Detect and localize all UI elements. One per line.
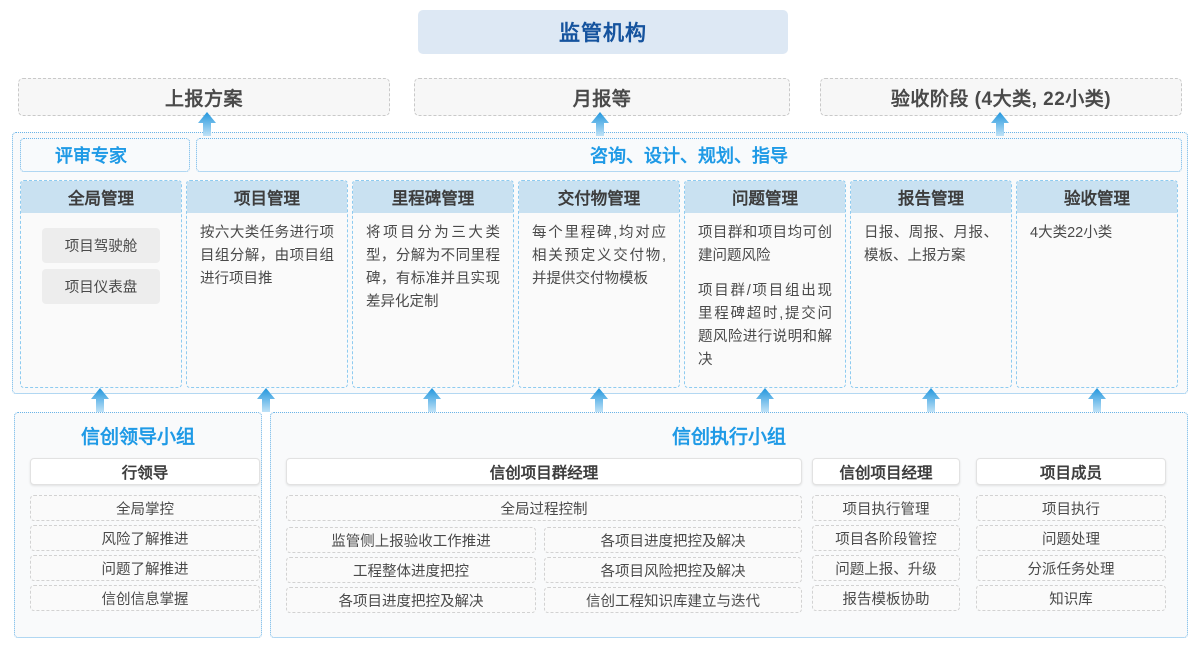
card-pill[interactable]: 项目驾驶舱 — [42, 228, 160, 263]
arrow-up-icon — [755, 388, 775, 412]
card-title: 报告管理 — [851, 181, 1011, 213]
arrow-up-icon — [589, 388, 609, 412]
regulator-box: 监管机构 — [418, 10, 788, 54]
role-header-bank-leader[interactable]: 行领导 — [30, 458, 260, 485]
band-header-label: 咨询、设计、规划、指导 — [590, 146, 788, 166]
role-header-program-manager[interactable]: 信创项目群经理 — [286, 458, 802, 485]
arrow-up-icon — [422, 388, 442, 412]
top-document-label: 上报方案 — [164, 88, 243, 110]
management-card-global[interactable]: 全局管理 项目驾驶舱 项目仪表盘 — [20, 180, 182, 388]
group-title-leadership: 信创领导小组 — [80, 427, 195, 448]
top-document-label: 月报等 — [572, 88, 632, 110]
arrow-up-icon — [1087, 388, 1107, 412]
role-header-project-manager[interactable]: 信创项目经理 — [812, 458, 960, 485]
card-title: 全局管理 — [21, 181, 181, 213]
arrow-up-icon — [590, 112, 610, 136]
top-document-monthly-report: 月报等 — [414, 78, 790, 116]
member-item[interactable]: 问题处理 — [976, 525, 1166, 551]
project-manager-item[interactable]: 问题上报、升级 — [812, 555, 960, 581]
project-manager-item[interactable]: 项目各阶段管控 — [812, 525, 960, 551]
member-item[interactable]: 分派任务处理 — [976, 555, 1166, 581]
card-title: 项目管理 — [187, 181, 347, 213]
arrow-up-icon — [921, 388, 941, 412]
card-paragraph: 将项目分为三大类型，分解为不同里程碑，有标准并且实现差异化定制 — [366, 225, 500, 310]
management-card-report[interactable]: 报告管理 日报、周报、月报、模板、上报方案 — [850, 180, 1012, 388]
management-card-deliverable[interactable]: 交付物管理 每个里程碑,均对应相关预定义交付物,并提供交付物模板 — [518, 180, 680, 388]
program-item[interactable]: 各项目进度把控及解决 — [286, 587, 536, 613]
band-header-review-experts: 评审专家 — [20, 138, 190, 172]
program-item[interactable]: 各项目进度把控及解决 — [544, 527, 802, 553]
card-title: 问题管理 — [685, 181, 845, 213]
management-card-issue[interactable]: 问题管理 项目群和项目均可创建问题风险 项目群/项目组出现里程碑超时,提交问题风… — [684, 180, 846, 388]
group-title-execution: 信创执行小组 — [671, 427, 786, 448]
leader-item[interactable]: 风险了解推进 — [30, 525, 260, 551]
card-paragraph: 按六大类任务进行项目组分解，由项目组进行项目推 — [200, 225, 334, 287]
regulator-label: 监管机构 — [559, 22, 647, 45]
card-title: 交付物管理 — [519, 181, 679, 213]
card-paragraph: 项目群和项目均可创建问题风险 — [698, 225, 832, 264]
card-body: 每个里程碑,均对应相关预定义交付物,并提供交付物模板 — [519, 213, 679, 291]
card-paragraph: 4大类22小类 — [1030, 225, 1113, 241]
band-header-label: 评审专家 — [55, 146, 127, 166]
card-paragraph: 项目群/项目组出现里程碑超时,提交问题风险进行说明和解决 — [698, 283, 832, 368]
project-manager-item[interactable]: 项目执行管理 — [812, 495, 960, 521]
card-body: 项目群和项目均可创建问题风险 项目群/项目组出现里程碑超时,提交问题风险进行说明… — [685, 213, 845, 372]
role-header-project-member[interactable]: 项目成员 — [976, 458, 1166, 485]
program-item-full[interactable]: 全局过程控制 — [286, 495, 802, 521]
top-document-report-plan: 上报方案 — [18, 78, 390, 116]
management-card-acceptance[interactable]: 验收管理 4大类22小类 — [1016, 180, 1178, 388]
top-document-label: 验收阶段 (4大类, 22小类) — [890, 88, 1112, 110]
card-body: 日报、周报、月报、模板、上报方案 — [851, 213, 1011, 268]
arrow-up-icon — [90, 388, 110, 412]
management-card-milestone[interactable]: 里程碑管理 将项目分为三大类型，分解为不同里程碑，有标准并且实现差异化定制 — [352, 180, 514, 388]
card-paragraph: 每个里程碑,均对应相关预定义交付物,并提供交付物模板 — [532, 225, 666, 287]
program-item[interactable]: 信创工程知识库建立与迭代 — [544, 587, 802, 613]
program-item[interactable]: 监管侧上报验收工作推进 — [286, 527, 536, 553]
band-header-consulting: 咨询、设计、规划、指导 — [196, 138, 1182, 172]
arrow-up-icon — [256, 388, 276, 412]
card-body: 4大类22小类 — [1017, 213, 1177, 245]
project-manager-item[interactable]: 报告模板协助 — [812, 585, 960, 611]
card-body: 将项目分为三大类型，分解为不同里程碑，有标准并且实现差异化定制 — [353, 213, 513, 314]
card-title: 里程碑管理 — [353, 181, 513, 213]
card-paragraph: 日报、周报、月报、模板、上报方案 — [864, 225, 998, 264]
leader-item[interactable]: 全局掌控 — [30, 495, 260, 521]
card-body: 按六大类任务进行项目组分解，由项目组进行项目推 — [187, 213, 347, 291]
program-item[interactable]: 工程整体进度把控 — [286, 557, 536, 583]
top-document-acceptance-stage: 验收阶段 (4大类, 22小类) — [820, 78, 1182, 116]
arrow-up-icon — [197, 112, 217, 136]
arrow-up-icon — [990, 112, 1010, 136]
leader-item[interactable]: 信创信息掌握 — [30, 585, 260, 611]
management-card-project[interactable]: 项目管理 按六大类任务进行项目组分解，由项目组进行项目推 — [186, 180, 348, 388]
card-title: 验收管理 — [1017, 181, 1177, 213]
member-item[interactable]: 项目执行 — [976, 495, 1166, 521]
member-item[interactable]: 知识库 — [976, 585, 1166, 611]
leader-item[interactable]: 问题了解推进 — [30, 555, 260, 581]
card-pill[interactable]: 项目仪表盘 — [42, 269, 160, 304]
program-item[interactable]: 各项目风险把控及解决 — [544, 557, 802, 583]
card-body: 项目驾驶舱 项目仪表盘 — [21, 213, 181, 304]
